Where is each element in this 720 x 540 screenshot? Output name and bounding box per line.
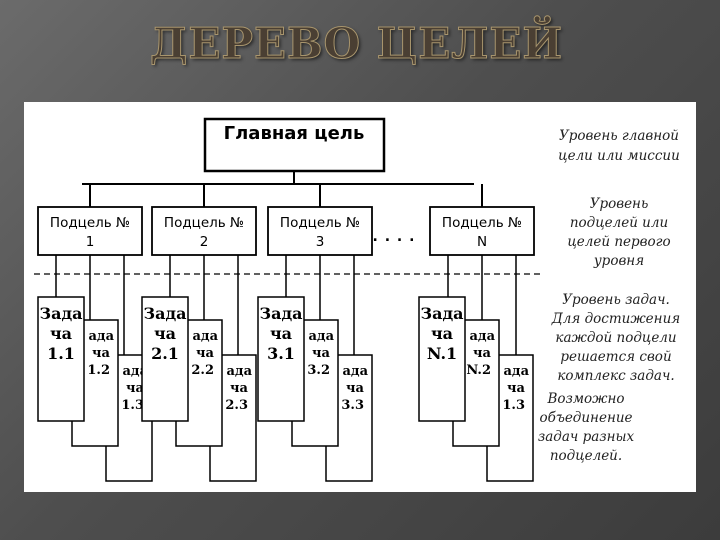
subgoal-label: Подцель № bbox=[164, 215, 244, 231]
subgoal-number: 3 bbox=[316, 234, 325, 250]
task-label-part2: ча bbox=[346, 381, 365, 396]
subgoal-level-note: подцелей или bbox=[570, 215, 668, 231]
main-level-note: цели или миссии bbox=[558, 148, 680, 164]
task-label-part2: ча bbox=[312, 346, 331, 361]
task-label-part2: ча bbox=[473, 346, 492, 361]
combine-tasks-note: Возможно bbox=[546, 391, 624, 407]
task-label-part1: Зада bbox=[40, 304, 83, 323]
task-label-part2: ча bbox=[126, 381, 145, 396]
task-box bbox=[37, 296, 85, 422]
task-box bbox=[418, 296, 466, 422]
task-label-id: 2.2 bbox=[191, 363, 214, 378]
task-label-part1: ада bbox=[88, 329, 114, 344]
task-box bbox=[257, 296, 305, 422]
task-label-id: 1.3 bbox=[121, 398, 144, 413]
task-level-note: Уровень задач. bbox=[562, 292, 670, 308]
subgoal-number: 2 bbox=[200, 234, 209, 250]
task-label-part1: Зада bbox=[260, 304, 303, 323]
combine-tasks-note: подцелей. bbox=[550, 448, 622, 464]
task-label-id: 2.3 bbox=[225, 398, 248, 413]
task-level-note: Для достижения bbox=[551, 311, 680, 327]
subgoal-level-note: Уровень bbox=[590, 196, 649, 212]
task-label-part2: ча bbox=[431, 324, 453, 343]
task-label-id: 3.2 bbox=[307, 363, 330, 378]
task-label-part2: ча bbox=[154, 324, 176, 343]
task-label-id: 2.1 bbox=[151, 344, 179, 363]
subgoal-label: Подцель № bbox=[50, 215, 130, 231]
task-label-part2: ча bbox=[196, 346, 215, 361]
task-box bbox=[141, 296, 189, 422]
main-goal-box bbox=[203, 117, 386, 173]
combine-tasks-note: задач разных bbox=[538, 429, 635, 445]
task-label-part1: Зада bbox=[144, 304, 187, 323]
subgoal-level-note: уровня bbox=[593, 253, 644, 269]
task-level-note: решается свой bbox=[560, 349, 671, 365]
task-label-id: N.1 bbox=[427, 344, 457, 363]
task-label-part1: ада bbox=[342, 364, 368, 379]
ellipsis-label: . . . . bbox=[373, 229, 416, 245]
task-level-note: каждой подцели bbox=[555, 330, 676, 346]
task-label-part1: Зада bbox=[421, 304, 464, 323]
task-label-id: 1.3 bbox=[502, 398, 525, 413]
task-label-part2: ча bbox=[507, 381, 526, 396]
task-label-part1: ада bbox=[192, 329, 218, 344]
subgoal-label: Подцель № bbox=[442, 215, 522, 231]
task-label-part1: ада bbox=[503, 364, 529, 379]
subgoal-level-note: целей первого bbox=[567, 234, 670, 250]
subgoal-number: N bbox=[477, 234, 487, 250]
task-label-id: 1.2 bbox=[87, 363, 110, 378]
task-label-part2: ча bbox=[270, 324, 292, 343]
task-level-note: комплекс задач. bbox=[557, 368, 674, 384]
task-label-id: 1.1 bbox=[47, 344, 75, 363]
task-label-part2: ча bbox=[50, 324, 72, 343]
task-label-part2: ча bbox=[92, 346, 111, 361]
task-label-part1: ада bbox=[469, 329, 495, 344]
subgoal-number: 1 bbox=[86, 234, 95, 250]
subgoal-box bbox=[37, 206, 143, 256]
subgoal-box bbox=[429, 206, 535, 256]
main-goal-label: Главная цель bbox=[224, 123, 365, 144]
task-label-part2: ча bbox=[230, 381, 249, 396]
combine-tasks-note: объединение bbox=[539, 410, 632, 426]
task-label-id: N.2 bbox=[466, 363, 491, 378]
task-label-part1: ада bbox=[226, 364, 252, 379]
subgoal-box bbox=[151, 206, 257, 256]
subgoal-label: Подцель № bbox=[280, 215, 360, 231]
slide-title: ДЕРЕВО ЦЕЛЕЙ bbox=[150, 19, 564, 69]
task-label-part1: ада bbox=[308, 329, 334, 344]
task-label-id: 3.3 bbox=[341, 398, 364, 413]
main-level-note: Уровень главной bbox=[559, 128, 679, 144]
task-label-id: 3.1 bbox=[267, 344, 295, 363]
